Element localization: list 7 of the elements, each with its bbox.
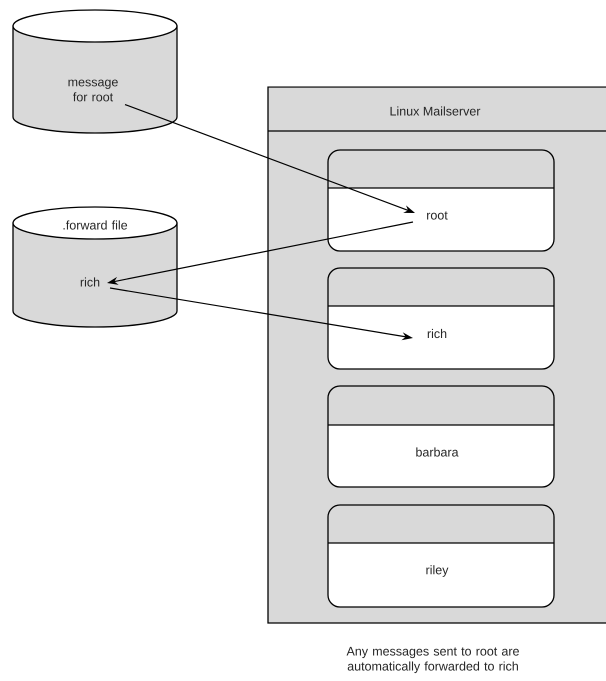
database-cylinder: .forward file rich (12, 206, 178, 328)
mailbox-panel: root (327, 149, 555, 252)
mailbox-panel: riley (327, 504, 555, 608)
database-cylinder: message for root (12, 9, 178, 134)
caption: Any messages sent to root are automatically forwarded to rich (346, 646, 519, 674)
mailbox-panel: barbara (327, 385, 555, 488)
mailbox-panel: rich (327, 267, 555, 370)
